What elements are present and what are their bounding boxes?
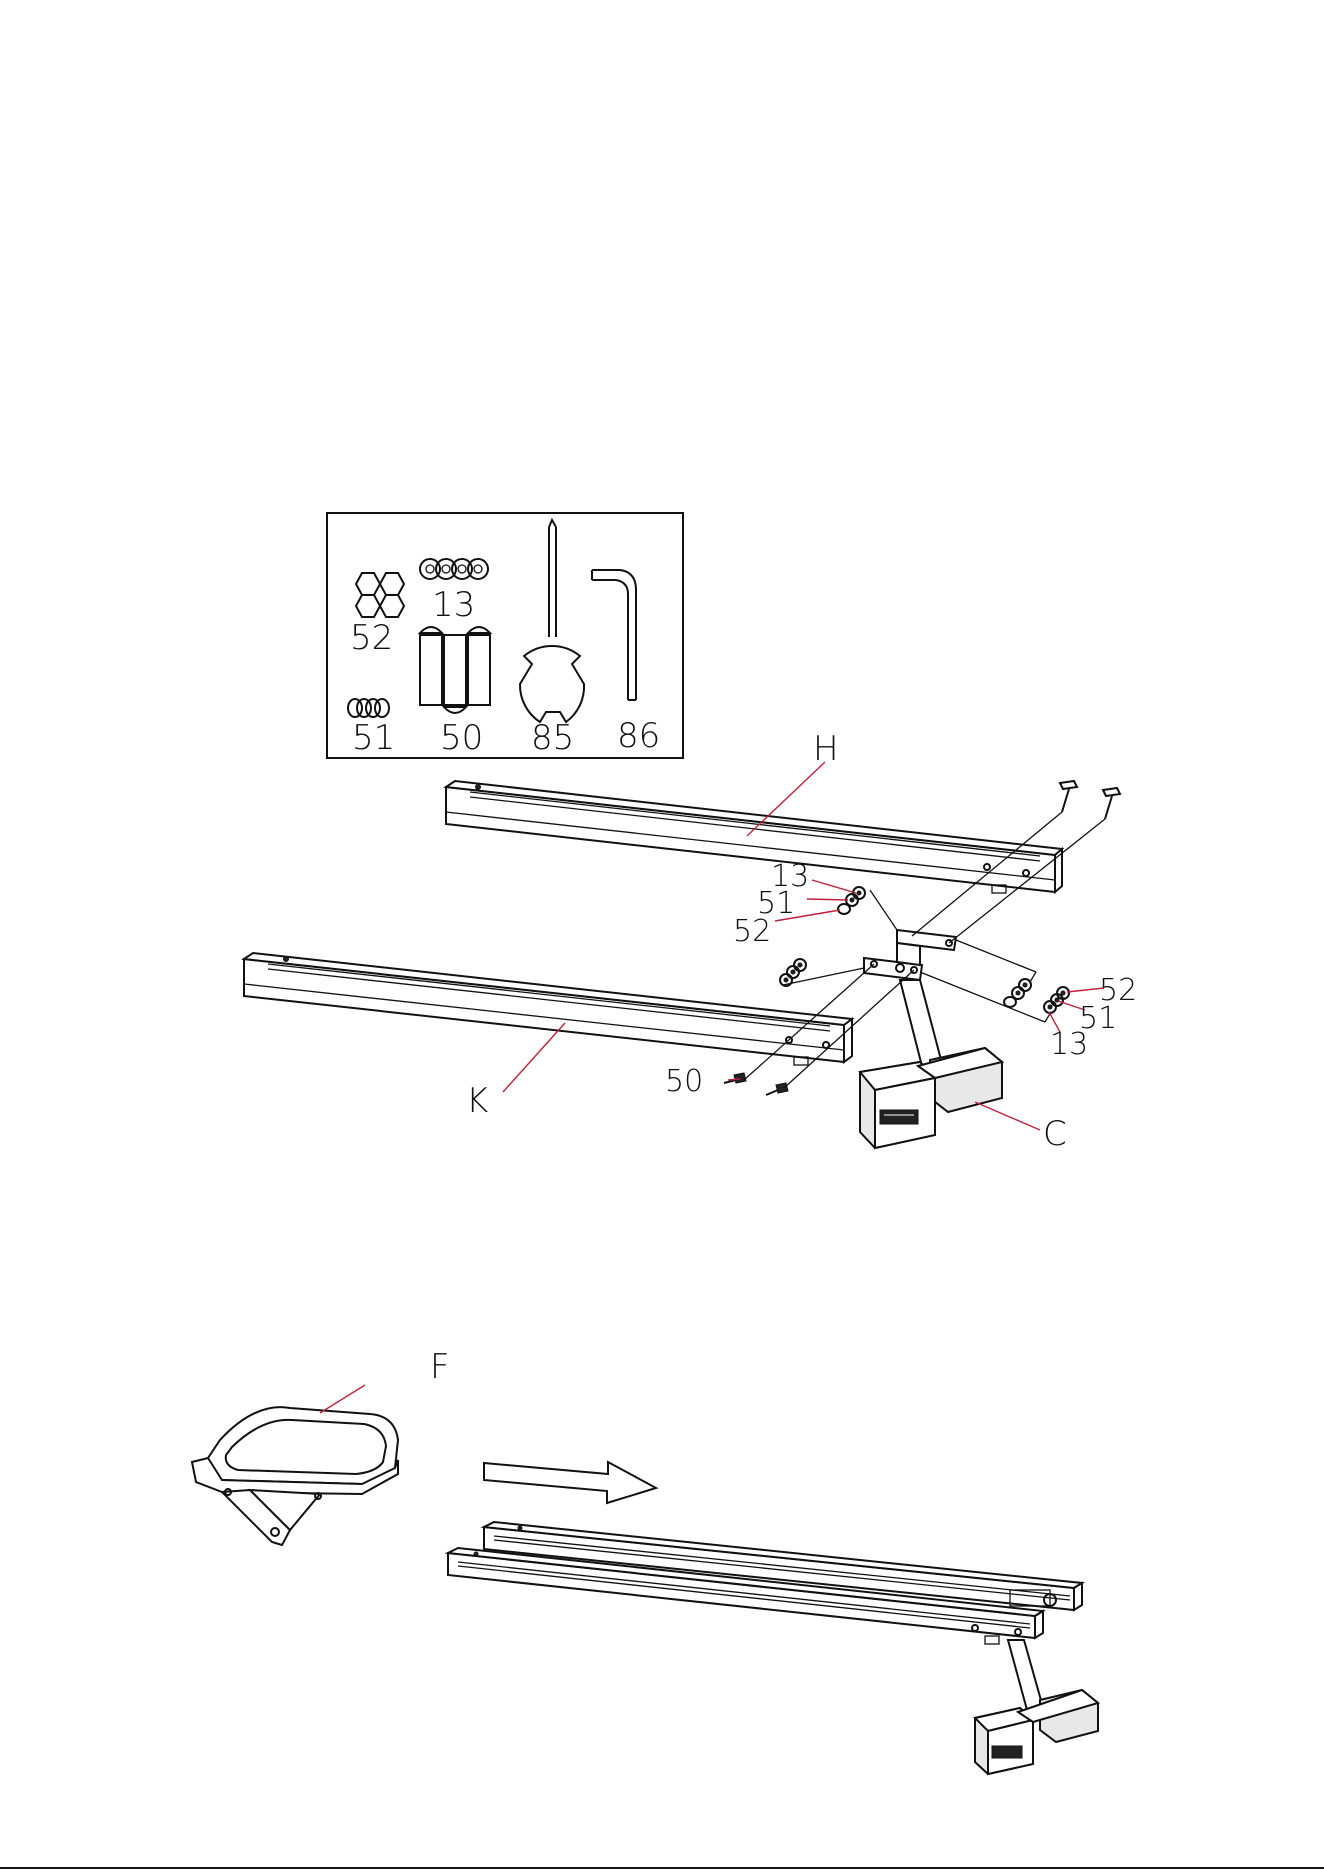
label-nut-52-left: 52: [733, 914, 771, 949]
bolt-50-icon: [420, 627, 490, 713]
step1-assembly: H K C 13 51 52 50 52 51 13: [244, 729, 1137, 1154]
part-label-50: 50: [440, 718, 483, 758]
part-label-51: 51: [352, 718, 395, 758]
label-rail-k: K: [466, 1081, 488, 1121]
hardware-box: 52 13 51 50: [327, 513, 683, 758]
nut-52-icon: [356, 573, 404, 617]
direction-arrow-icon: [484, 1462, 656, 1503]
label-seat-f: F: [430, 1347, 450, 1387]
fastener-cluster-right: [1004, 979, 1069, 1013]
part-label-86: 86: [617, 716, 660, 756]
assembled-rails: [448, 1522, 1082, 1644]
label-front-stabilizer-c: C: [1043, 1114, 1067, 1154]
seat-leader-line: [320, 1385, 365, 1413]
label-bolt-50: 50: [665, 1064, 703, 1099]
wrench-85-icon: [520, 520, 584, 722]
front-stabilizer-c: [860, 930, 1002, 1148]
rail-k: [244, 953, 852, 1065]
part-label-52: 52: [350, 618, 393, 658]
front-stabilizer-step2: [975, 1640, 1098, 1774]
rail-h: [446, 781, 1062, 893]
step2-assembly: F: [192, 1347, 1098, 1774]
spring-washer-51-icon: [348, 699, 389, 717]
label-washer-13-right: 13: [1050, 1027, 1088, 1062]
washer-13-icon: [420, 559, 488, 579]
seat-f: [192, 1385, 398, 1545]
part-label-13: 13: [432, 585, 475, 625]
allen-key-86-icon: [592, 570, 636, 700]
label-rail-h: H: [813, 729, 839, 769]
part-label-85: 85: [531, 718, 574, 758]
